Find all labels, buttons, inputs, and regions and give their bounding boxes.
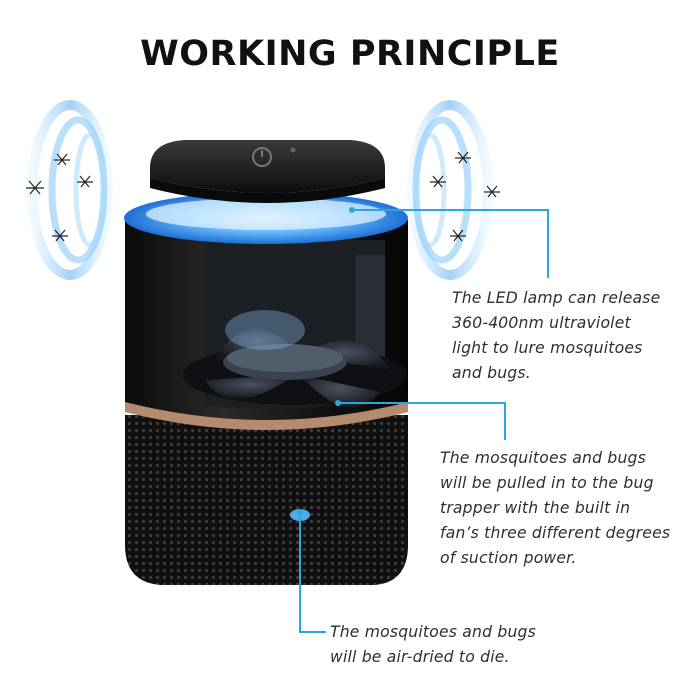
callout-line: The mosquitoes and bugs	[440, 449, 646, 467]
callout-fan-suction: The mosquitoes and bugs will be pulled i…	[440, 446, 670, 571]
callout-line: will be pulled in to the bug	[440, 474, 654, 492]
callout-line: The mosquitoes and bugs	[330, 623, 536, 641]
callout-line: 360-400nm ultraviolet	[452, 314, 631, 332]
callout-line-3	[299, 512, 326, 633]
callout-line: light to lure mosquitoes	[452, 339, 643, 357]
callout-line: trapper with the built in	[440, 499, 631, 517]
fan	[183, 310, 407, 408]
callout-line-1	[352, 209, 549, 278]
callout-line: and bugs.	[452, 364, 531, 382]
trim-ring	[125, 400, 408, 430]
mosquito-icons	[26, 151, 500, 242]
top-cap	[150, 140, 385, 193]
mesh-base	[125, 415, 408, 585]
callout-line-2	[338, 402, 506, 440]
callout-line: will be air-dried to die.	[330, 648, 510, 666]
trap-device	[124, 140, 408, 585]
left-air-swirl	[27, 100, 113, 280]
callout-air-dried: The mosquitoes and bugs will be air-drie…	[330, 620, 536, 670]
page-title: WORKING PRINCIPLE	[140, 34, 560, 74]
callout-line: The LED lamp can release	[452, 289, 661, 307]
callout-led-lamp: The LED lamp can release 360-400nm ultra…	[452, 286, 660, 386]
callout-line: of suction power.	[440, 549, 577, 567]
right-air-swirl	[407, 100, 493, 280]
callout-line: fan’s three different degrees	[440, 524, 671, 542]
callout-lines	[299, 209, 549, 633]
power-button-icon	[252, 147, 272, 167]
